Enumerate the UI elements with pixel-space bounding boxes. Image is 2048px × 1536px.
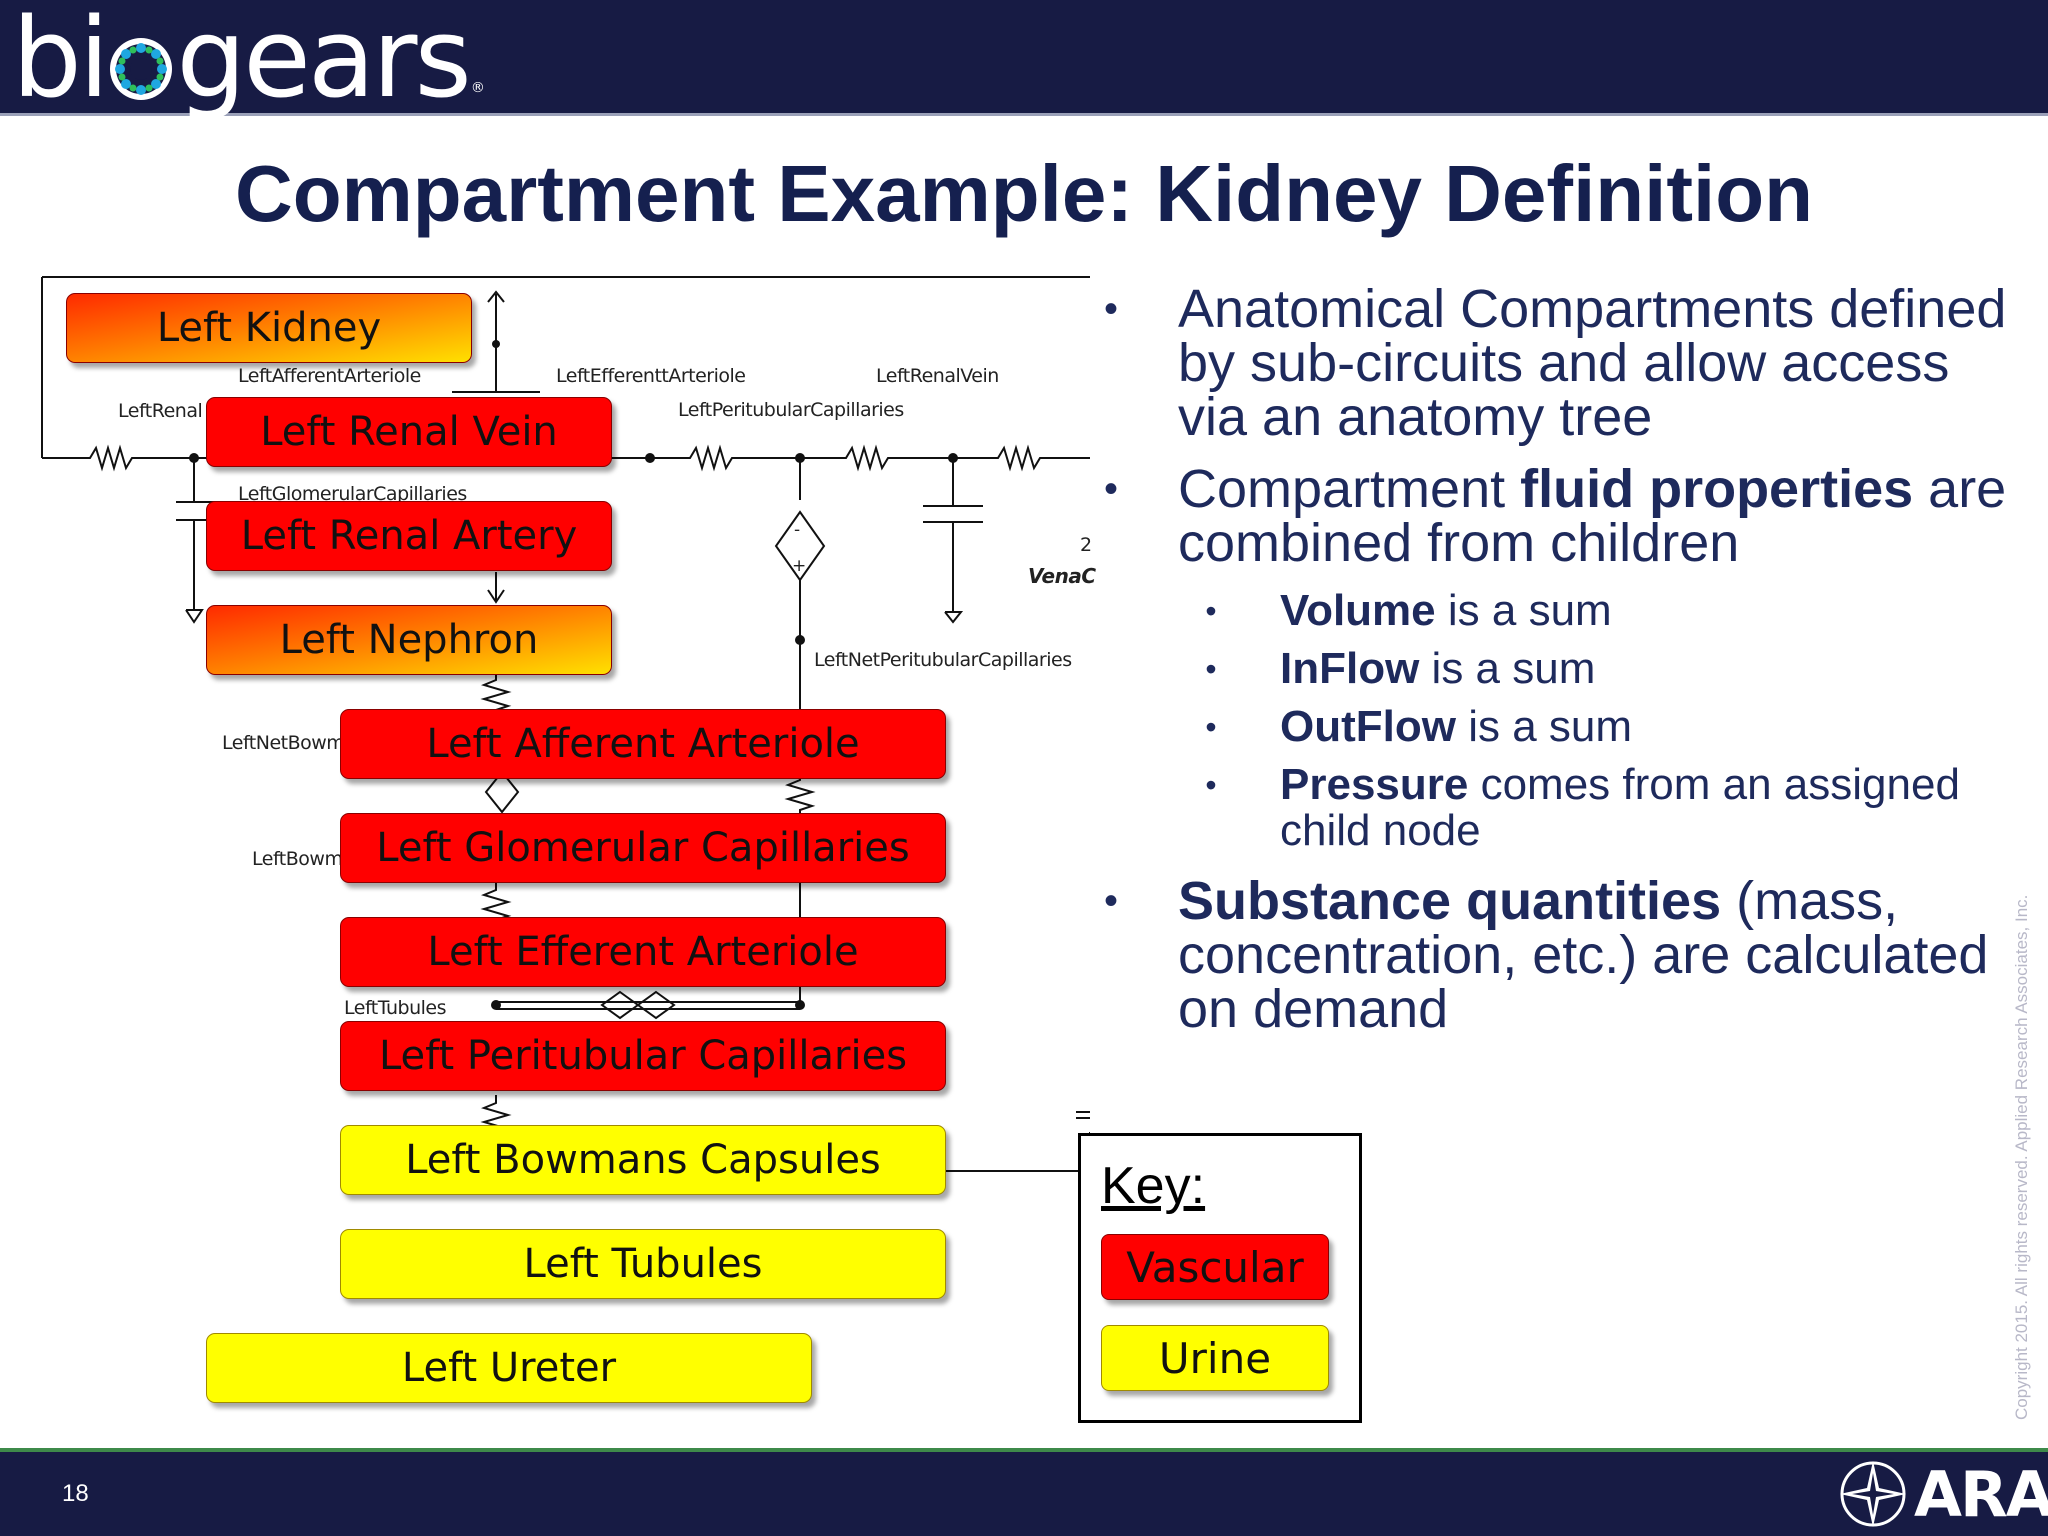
sub-bullet-pressure: • Pressure comes from an assigned child …	[1096, 762, 2026, 854]
sub-bullet-text: comes from an assigned child node	[1280, 760, 1960, 855]
bullet-text: Anatomical Compartments defined by sub-c…	[1178, 279, 2007, 447]
sub-bullet-outflow: • OutFlow is a sum	[1096, 704, 2026, 750]
bullet-marker: •	[1103, 287, 1118, 331]
bullet-substance-quantities: • Substance quantities (mass, concentrat…	[1096, 874, 2026, 1036]
kidney-circuit-diagram: LeftAfferentArteriole LeftEfferenttArter…	[40, 272, 1096, 1422]
sub-bullet-inflow: • InFlow is a sum	[1096, 646, 2026, 692]
label-edge-two: 2	[1080, 534, 1092, 556]
sub-bullet-bold-text: InFlow	[1280, 644, 1420, 693]
sub-bullet-marker: •	[1205, 767, 1217, 803]
bullet-marker: •	[1103, 879, 1118, 923]
sub-bullet-text: is a sum	[1419, 644, 1596, 693]
tree-node-left-renal-vein: Left Renal Vein	[206, 397, 612, 467]
legend-title: Key:	[1101, 1157, 1206, 1215]
sub-bullet-marker: •	[1205, 709, 1217, 745]
bullet-text: (mass, concentration, etc.) are calculat…	[1178, 871, 1989, 1039]
logo-text-right: gears	[176, 0, 471, 122]
legend-urine: Urine	[1101, 1325, 1329, 1391]
sub-bullet-marker: •	[1205, 593, 1217, 629]
label-efferent-arteriole: LeftEfferenttArteriole	[556, 365, 746, 387]
bullet-bold-text: Substance quantities	[1178, 871, 1722, 931]
slide-title: Compartment Example: Kidney Definition	[235, 149, 1813, 238]
label-vena-cava: VenaC	[1028, 564, 1096, 588]
tree-node-left-renal-artery: Left Renal Artery	[206, 501, 612, 571]
label-renal: LeftRenal	[118, 400, 203, 422]
logo-text-left: bi	[12, 0, 109, 122]
tree-node-left-kidney: Left Kidney	[66, 293, 472, 363]
label-net-bowman: LeftNetBowm	[222, 732, 345, 754]
bullet-list: • Anatomical Compartments defined by sub…	[1096, 282, 2026, 1054]
compass-star-icon	[1840, 1461, 1906, 1527]
footer-divider	[0, 1448, 2048, 1452]
header-bar	[0, 0, 2048, 113]
biogears-logo: bi gears®	[12, 0, 485, 118]
sub-bullet-volume: • Volume is a sum	[1096, 588, 2026, 634]
bullet-fluid-properties: • Compartment fluid properties are combi…	[1096, 462, 2026, 570]
tree-node-left-afferent-arteriole: Left Afferent Arteriole	[340, 709, 946, 779]
label-tubules: LeftTubules	[344, 997, 446, 1019]
ara-wordmark: ARA	[1914, 1457, 2048, 1531]
copyright-notice: Copyright 2015. All rights reserved. App…	[2012, 894, 2031, 1420]
tree-node-left-efferent-arteriole: Left Efferent Arteriole	[340, 917, 946, 987]
footer-bar	[0, 1452, 2048, 1536]
legend-key: Key: Vascular Urine	[1078, 1133, 1362, 1423]
bullet-bold-text: fluid properties	[1520, 459, 1914, 519]
label-renal-vein: LeftRenalVein	[876, 365, 999, 387]
tree-node-left-tubules: Left Tubules	[340, 1229, 946, 1299]
header-divider	[0, 113, 2048, 116]
registered-mark: ®	[470, 80, 485, 96]
tree-node-left-ureter: Left Ureter	[206, 1333, 812, 1403]
page-number: 18	[62, 1480, 89, 1507]
gear-logo-icon	[110, 38, 173, 100]
bullet-anatomical-compartments: • Anatomical Compartments defined by sub…	[1096, 282, 2026, 444]
label-afferent-arteriole: LeftAfferentArteriole	[238, 365, 421, 387]
bullet-text: are combined from children	[1178, 459, 2007, 573]
label-peritubular-capillaries: LeftPeritubularCapillaries	[678, 399, 904, 421]
tree-node-left-peritubular-capillaries: Left Peritubular Capillaries	[340, 1021, 946, 1091]
tree-node-left-glomerular-capillaries: Left Glomerular Capillaries	[340, 813, 946, 883]
sub-bullet-text: is a sum	[1435, 586, 1612, 635]
sub-bullet-bold-text: OutFlow	[1280, 702, 1456, 751]
ara-logo: ARA	[1838, 1457, 2048, 1531]
tree-node-left-bowmans-capsules: Left Bowmans Capsules	[340, 1125, 946, 1195]
label-sign-minus: -	[794, 520, 800, 540]
label-sign-plus: +	[792, 556, 806, 576]
label-net-peritubular-capillaries: LeftNetPeritubularCapillaries	[814, 649, 1072, 671]
label-glomerular-capillaries: LeftGlomerularCapillaries	[238, 483, 467, 505]
label-bowman: LeftBowm	[252, 848, 343, 870]
tree-node-left-nephron: Left Nephron	[206, 605, 612, 675]
sub-bullet-text: is a sum	[1455, 702, 1633, 751]
sub-bullet-bold-text: Pressure	[1280, 760, 1469, 809]
bullet-marker: •	[1103, 467, 1118, 511]
sub-bullet-marker: •	[1205, 651, 1217, 687]
circuit-schematic	[41, 276, 1090, 1172]
sub-bullet-bold-text: Volume	[1280, 586, 1436, 635]
legend-vascular: Vascular	[1101, 1234, 1329, 1300]
bullet-text: Compartment	[1178, 459, 1521, 519]
